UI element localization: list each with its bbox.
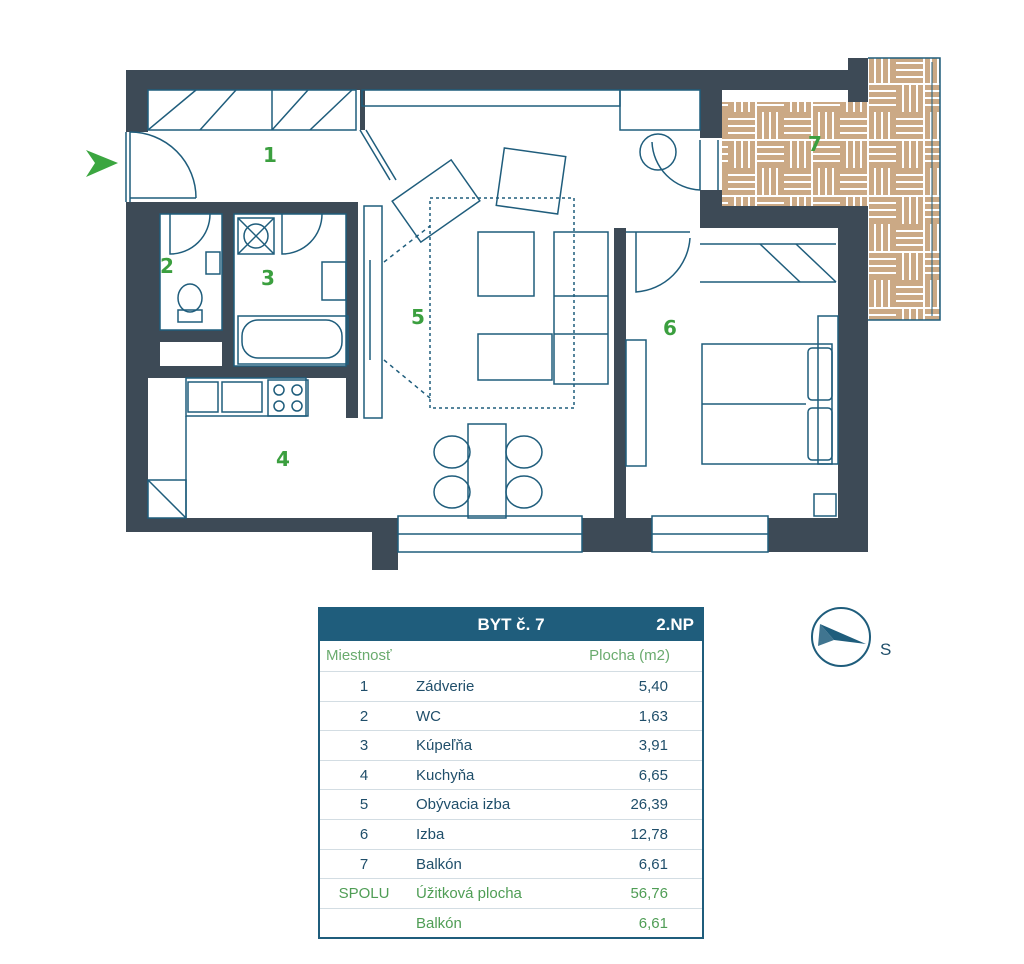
room-number-7: 7	[808, 132, 822, 156]
row-name: Balkón	[416, 855, 462, 873]
room-number-4: 4	[276, 447, 290, 471]
table-row: 1 Zádverie 5,40	[320, 672, 702, 702]
row-area: 26,39	[630, 796, 668, 814]
balcony-area: 6,61	[638, 914, 668, 932]
column-header-area: Plocha (m2)	[589, 647, 670, 664]
total-area: 56,76	[630, 885, 668, 903]
room-number-6: 6	[663, 316, 677, 340]
room-number-1: 1	[263, 143, 277, 167]
entrance-arrow-icon	[86, 150, 118, 177]
north-arrow-icon	[811, 607, 871, 667]
table-row: 7 Balkón 6,61	[320, 850, 702, 880]
furniture	[125, 89, 839, 553]
row-num: 7	[359, 855, 369, 873]
table-row: 3 Kúpeľňa 3,91	[320, 731, 702, 761]
row-area: 6,65	[638, 766, 668, 784]
table-row: 2 WC 1,63	[320, 702, 702, 732]
row-name: Izba	[416, 825, 445, 843]
table-row: 5 Obývacia izba 26,39	[320, 790, 702, 820]
row-num: 2	[359, 707, 369, 725]
row-name: Obývacia izba	[416, 796, 511, 814]
row-area: 12,78	[630, 825, 668, 843]
room-number-2: 2	[160, 254, 174, 278]
table-total-row: SPOLU Úžitková plocha 56,76	[320, 879, 702, 909]
table-header: BYT č. 7 2.NP	[320, 609, 702, 641]
walls	[126, 58, 868, 570]
row-name: Zádverie	[416, 678, 475, 695]
total-label: SPOLU	[338, 885, 390, 903]
room-numbers: 1 2 3 4 5 6 7	[160, 132, 822, 471]
column-header-room: Miestnosť	[326, 647, 392, 664]
row-num: 1	[359, 678, 369, 695]
row-area: 1,63	[638, 707, 668, 725]
floor-label: 2.NP	[656, 615, 694, 634]
row-num: 5	[359, 796, 369, 814]
room-number-5: 5	[411, 305, 425, 329]
table-column-headers: Miestnosť Plocha (m2)	[320, 641, 702, 672]
table-row: 6 Izba 12,78	[320, 820, 702, 850]
total-name: Úžitková plocha	[416, 885, 522, 903]
row-area: 5,40	[638, 678, 668, 695]
balcony	[722, 57, 941, 321]
row-name: Kúpeľňa	[416, 737, 473, 755]
row-area: 3,91	[638, 737, 668, 755]
table-balcony-row: Balkón 6,61	[320, 909, 702, 938]
compass-label: S	[880, 640, 892, 659]
row-num: 3	[359, 737, 369, 755]
apartment-info-table: BYT č. 7 2.NP Miestnosť Plocha (m2) 1 Zá…	[318, 607, 704, 940]
apartment-title: BYT č. 7	[477, 615, 545, 634]
row-name: Kuchyňa	[416, 766, 475, 784]
row-num: 4	[359, 766, 369, 784]
row-area: 6,61	[638, 855, 668, 873]
table-row: 4 Kuchyňa 6,65	[320, 761, 702, 791]
balcony-name: Balkón	[416, 914, 462, 932]
room-number-3: 3	[261, 266, 275, 290]
floor-plan: 1 2 3 4 5 6 7	[86, 57, 941, 570]
row-name: WC	[416, 707, 441, 725]
row-num: 6	[359, 825, 369, 843]
